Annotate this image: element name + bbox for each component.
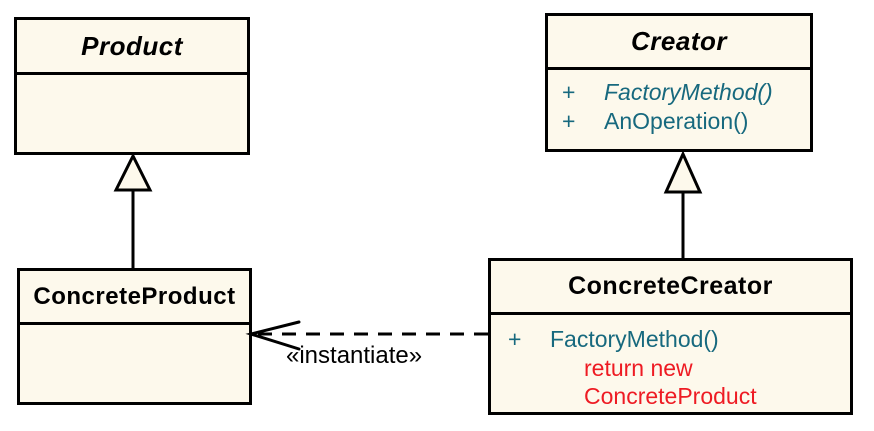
class-body-product [17,75,247,152]
method-label: AnOperation() [604,108,749,134]
visibility-plus: + [562,108,576,134]
pseudocode-note-line: ConcreteProduct [584,383,757,409]
class-box-concrete-product: ConcreteProduct [17,268,252,405]
class-body-creator: + FactoryMethod() + AnOperation() [548,70,810,149]
visibility-plus: + [562,79,576,105]
class-box-concrete-creator: ConcreteCreator + FactoryMethod() return… [488,258,853,415]
class-name-product: Product [17,20,247,75]
method-anoperation: + AnOperation() [562,107,804,136]
class-body-concrete-creator: + FactoryMethod() return new ConcretePro… [491,315,850,412]
method-label: FactoryMethod() [604,79,773,105]
class-box-creator: Creator + FactoryMethod() + AnOperation(… [545,13,813,152]
instantiate-stereotype-label: «instantiate» [286,342,423,369]
class-body-concrete-product [20,325,249,402]
class-name-concrete-creator: ConcreteCreator [491,261,850,315]
method-factorymethod-abstract: + FactoryMethod() [562,78,804,107]
class-box-product: Product [14,17,250,155]
class-name-concrete-product: ConcreteProduct [20,271,249,325]
generalization-arrow-product [113,152,153,268]
method-factorymethod: + FactoryMethod() [508,325,844,354]
method-label: FactoryMethod() [550,326,719,352]
pseudocode-note-line: return new [584,355,693,381]
generalization-arrow-creator [663,150,703,258]
visibility-plus: + [508,326,522,352]
class-name-creator: Creator [548,16,810,70]
